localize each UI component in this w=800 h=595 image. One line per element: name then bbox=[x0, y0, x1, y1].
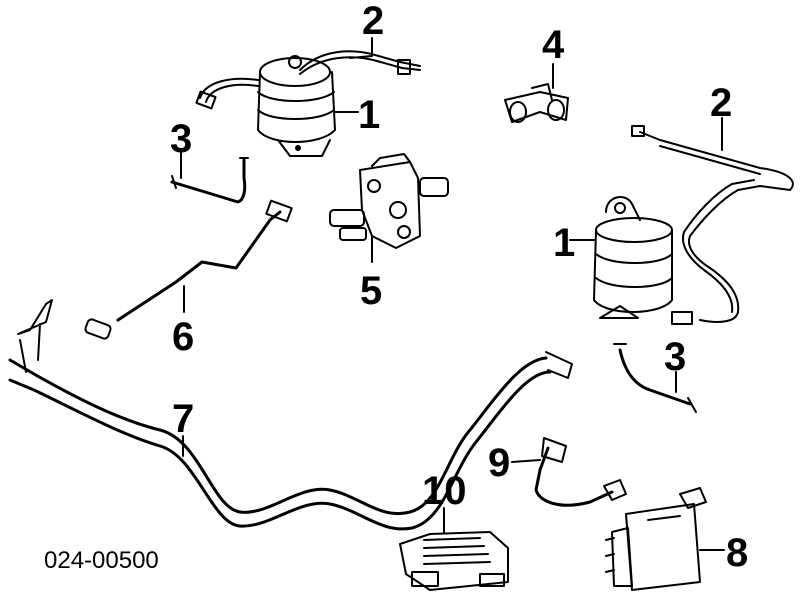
callout-1-right: 1 bbox=[553, 221, 575, 265]
diagram-code: 024-00500 bbox=[44, 547, 159, 574]
callout-1-top: 1 bbox=[358, 93, 380, 137]
callout-6: 6 bbox=[172, 315, 194, 359]
stabilizer-bar-7 bbox=[8, 299, 573, 531]
sensor-9 bbox=[534, 437, 627, 507]
callout-10: 10 bbox=[422, 469, 467, 513]
valve-block-5 bbox=[329, 153, 449, 249]
callout-5: 5 bbox=[360, 269, 382, 313]
callout-4: 4 bbox=[542, 23, 565, 67]
air-spring-1-top bbox=[257, 55, 336, 157]
callout-3-left: 3 bbox=[170, 117, 192, 161]
hose-3-left bbox=[170, 157, 249, 204]
hose-3-right bbox=[613, 343, 697, 413]
air-spring-1-right bbox=[593, 196, 673, 319]
leader-lines bbox=[180, 37, 725, 551]
callout-3-right: 3 bbox=[664, 335, 686, 379]
callout-9: 9 bbox=[488, 441, 510, 485]
control-module-10 bbox=[399, 531, 509, 591]
pump-8 bbox=[605, 487, 707, 591]
pipe-6 bbox=[84, 199, 293, 340]
callout-7: 7 bbox=[172, 397, 194, 441]
tee-connector-4 bbox=[504, 83, 569, 123]
callout-8: 8 bbox=[726, 531, 748, 575]
callout-2-top: 2 bbox=[362, 0, 384, 43]
harness-2-top bbox=[195, 50, 421, 110]
leader-2a bbox=[349, 37, 373, 59]
callout-2-right: 2 bbox=[710, 81, 732, 125]
leader-9 bbox=[511, 459, 541, 463]
harness-2-right bbox=[631, 125, 794, 325]
